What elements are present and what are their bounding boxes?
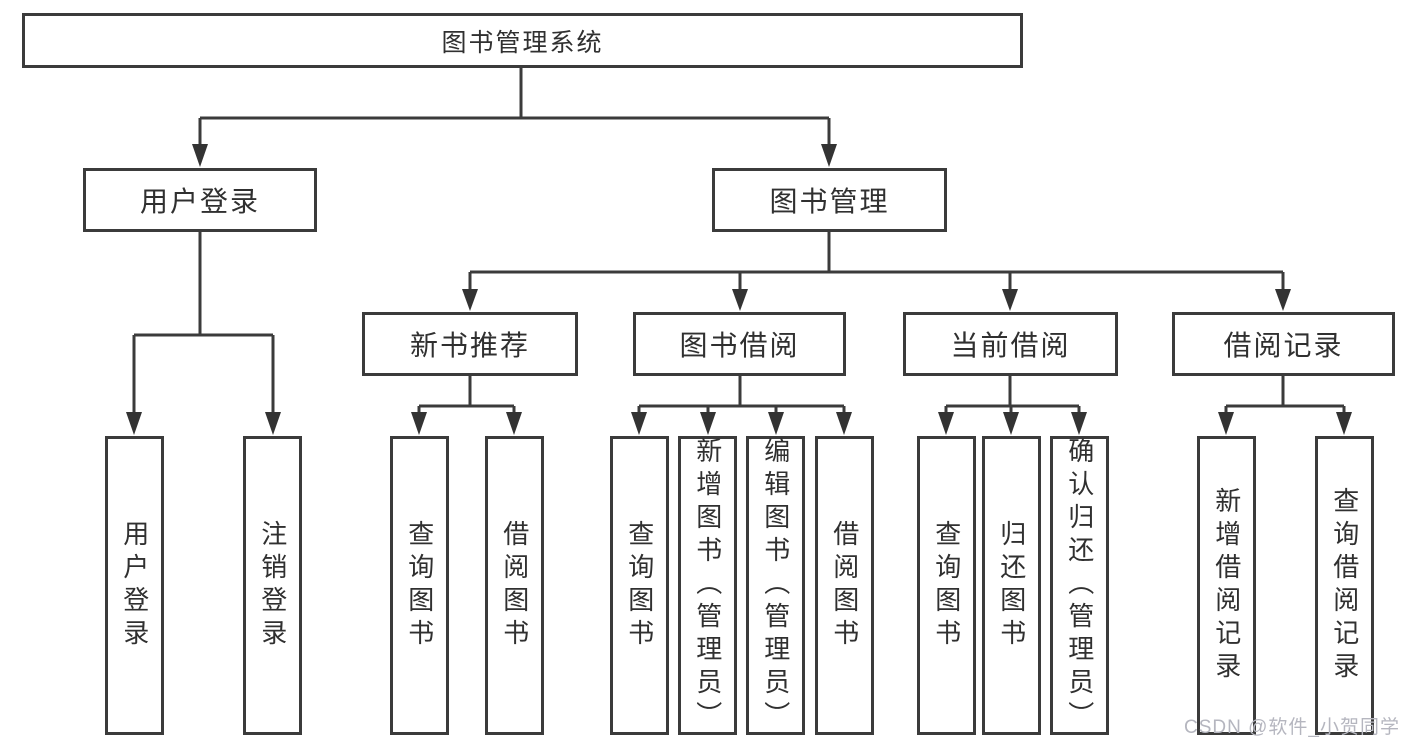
leaf-query-books-recommend: 查询图书 <box>390 436 449 735</box>
node-label: 查询图书 <box>931 519 962 652</box>
leaf-return-books: 归还图书 <box>982 436 1041 735</box>
node-label: 查询借阅记录 <box>1329 486 1360 685</box>
node-borrow-records: 借阅记录 <box>1172 312 1395 376</box>
leaf-user-login: 用户登录 <box>105 436 164 735</box>
leaf-query-borrow-record: 查询借阅记录 <box>1315 436 1374 735</box>
node-label: 图书管理 <box>769 186 890 217</box>
node-label: 当前借阅 <box>950 330 1071 361</box>
node-label: 编辑图书（管理员） <box>760 437 791 734</box>
node-user-login-branch: 用户登录 <box>83 168 317 232</box>
node-label: 用户登录 <box>139 186 260 217</box>
node-label: 借阅记录 <box>1223 330 1344 361</box>
node-root-system: 图书管理系统 <box>22 13 1023 68</box>
node-label: 借阅图书 <box>499 519 530 652</box>
leaf-edit-books-admin: 编辑图书（管理员） <box>746 436 805 735</box>
csdn-watermark: CSDN @软件_小贺同学 <box>1184 717 1400 738</box>
arrowhead-icons <box>126 144 1352 435</box>
leaf-query-books-borrow: 查询图书 <box>610 436 669 735</box>
node-label: 借阅图书 <box>829 519 860 652</box>
node-label: 图书管理系统 <box>441 28 604 57</box>
node-label: 新增借阅记录 <box>1211 486 1242 685</box>
node-label: 新增图书（管理员） <box>692 437 723 734</box>
leaf-query-books-current: 查询图书 <box>917 436 976 735</box>
node-current-borrow: 当前借阅 <box>903 312 1118 376</box>
node-label: 确认归还（管理员） <box>1064 437 1095 734</box>
node-new-book-recommend: 新书推荐 <box>362 312 578 376</box>
node-label: 查询图书 <box>624 519 655 652</box>
node-label: 归还图书 <box>996 519 1027 652</box>
leaf-add-books-admin: 新增图书（管理员） <box>678 436 737 735</box>
node-label: 新书推荐 <box>409 330 530 361</box>
node-label: 图书借阅 <box>679 330 800 361</box>
leaf-borrow-books-recommend: 借阅图书 <box>485 436 544 735</box>
node-label: 用户登录 <box>119 519 150 652</box>
leaf-borrow-books: 借阅图书 <box>815 436 874 735</box>
node-book-management-branch: 图书管理 <box>712 168 947 232</box>
leaf-confirm-return-admin: 确认归还（管理员） <box>1050 436 1109 735</box>
node-label: 注销登录 <box>257 519 288 652</box>
leaf-logout: 注销登录 <box>243 436 302 735</box>
node-book-borrow: 图书借阅 <box>633 312 846 376</box>
leaf-add-borrow-record: 新增借阅记录 <box>1197 436 1256 735</box>
node-label: 查询图书 <box>404 519 435 652</box>
